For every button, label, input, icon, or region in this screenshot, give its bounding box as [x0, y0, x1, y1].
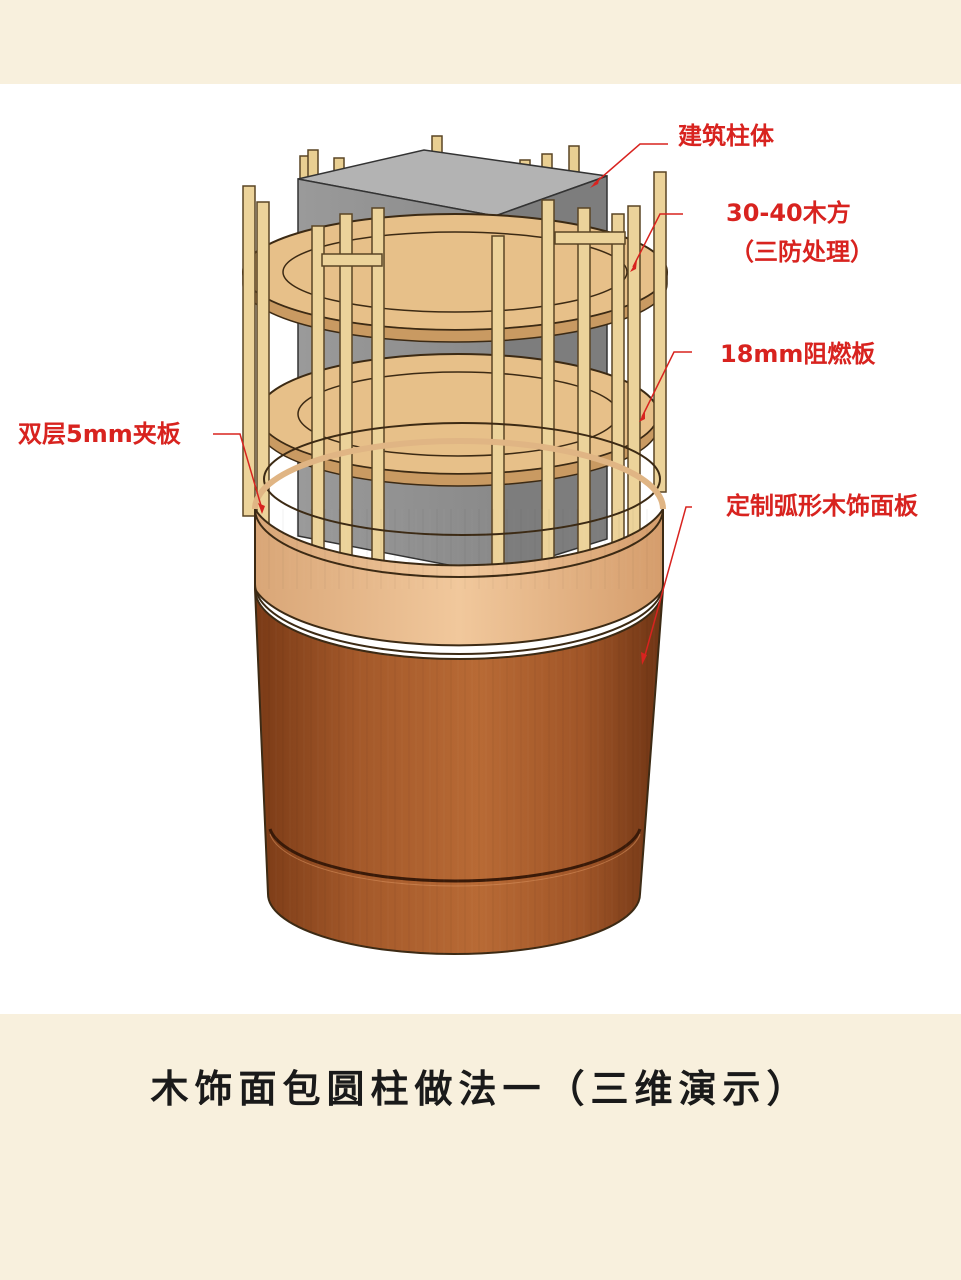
diagram-panel: 建筑柱体 30-40木方 （三防处理） 18mm阻燃板 双层5mm夹板 定制弧形… — [0, 84, 961, 1014]
callout-fire-board: 18mm阻燃板 — [720, 340, 876, 368]
callout-timber-size: 30-40木方 — [726, 199, 851, 227]
arrow-heads — [258, 177, 647, 665]
middle-ring — [257, 353, 659, 487]
timber-studs-front — [242, 171, 667, 575]
caption-title: 木饰面包圆柱做法一（三维演示） — [150, 1067, 811, 1111]
top-band — [0, 0, 961, 84]
callout-timber-note: （三防处理） — [730, 238, 874, 266]
callout-column-body: 建筑柱体 — [678, 122, 774, 150]
callout-plywood: 双层5mm夹板 — [18, 420, 181, 448]
veneer-cylinder — [254, 583, 664, 955]
callout-face-panel: 定制弧形木饰面板 — [726, 492, 918, 520]
callout-arrows — [213, 143, 692, 660]
plywood-sleeve — [252, 438, 666, 647]
column-3d-illustration — [213, 135, 692, 955]
